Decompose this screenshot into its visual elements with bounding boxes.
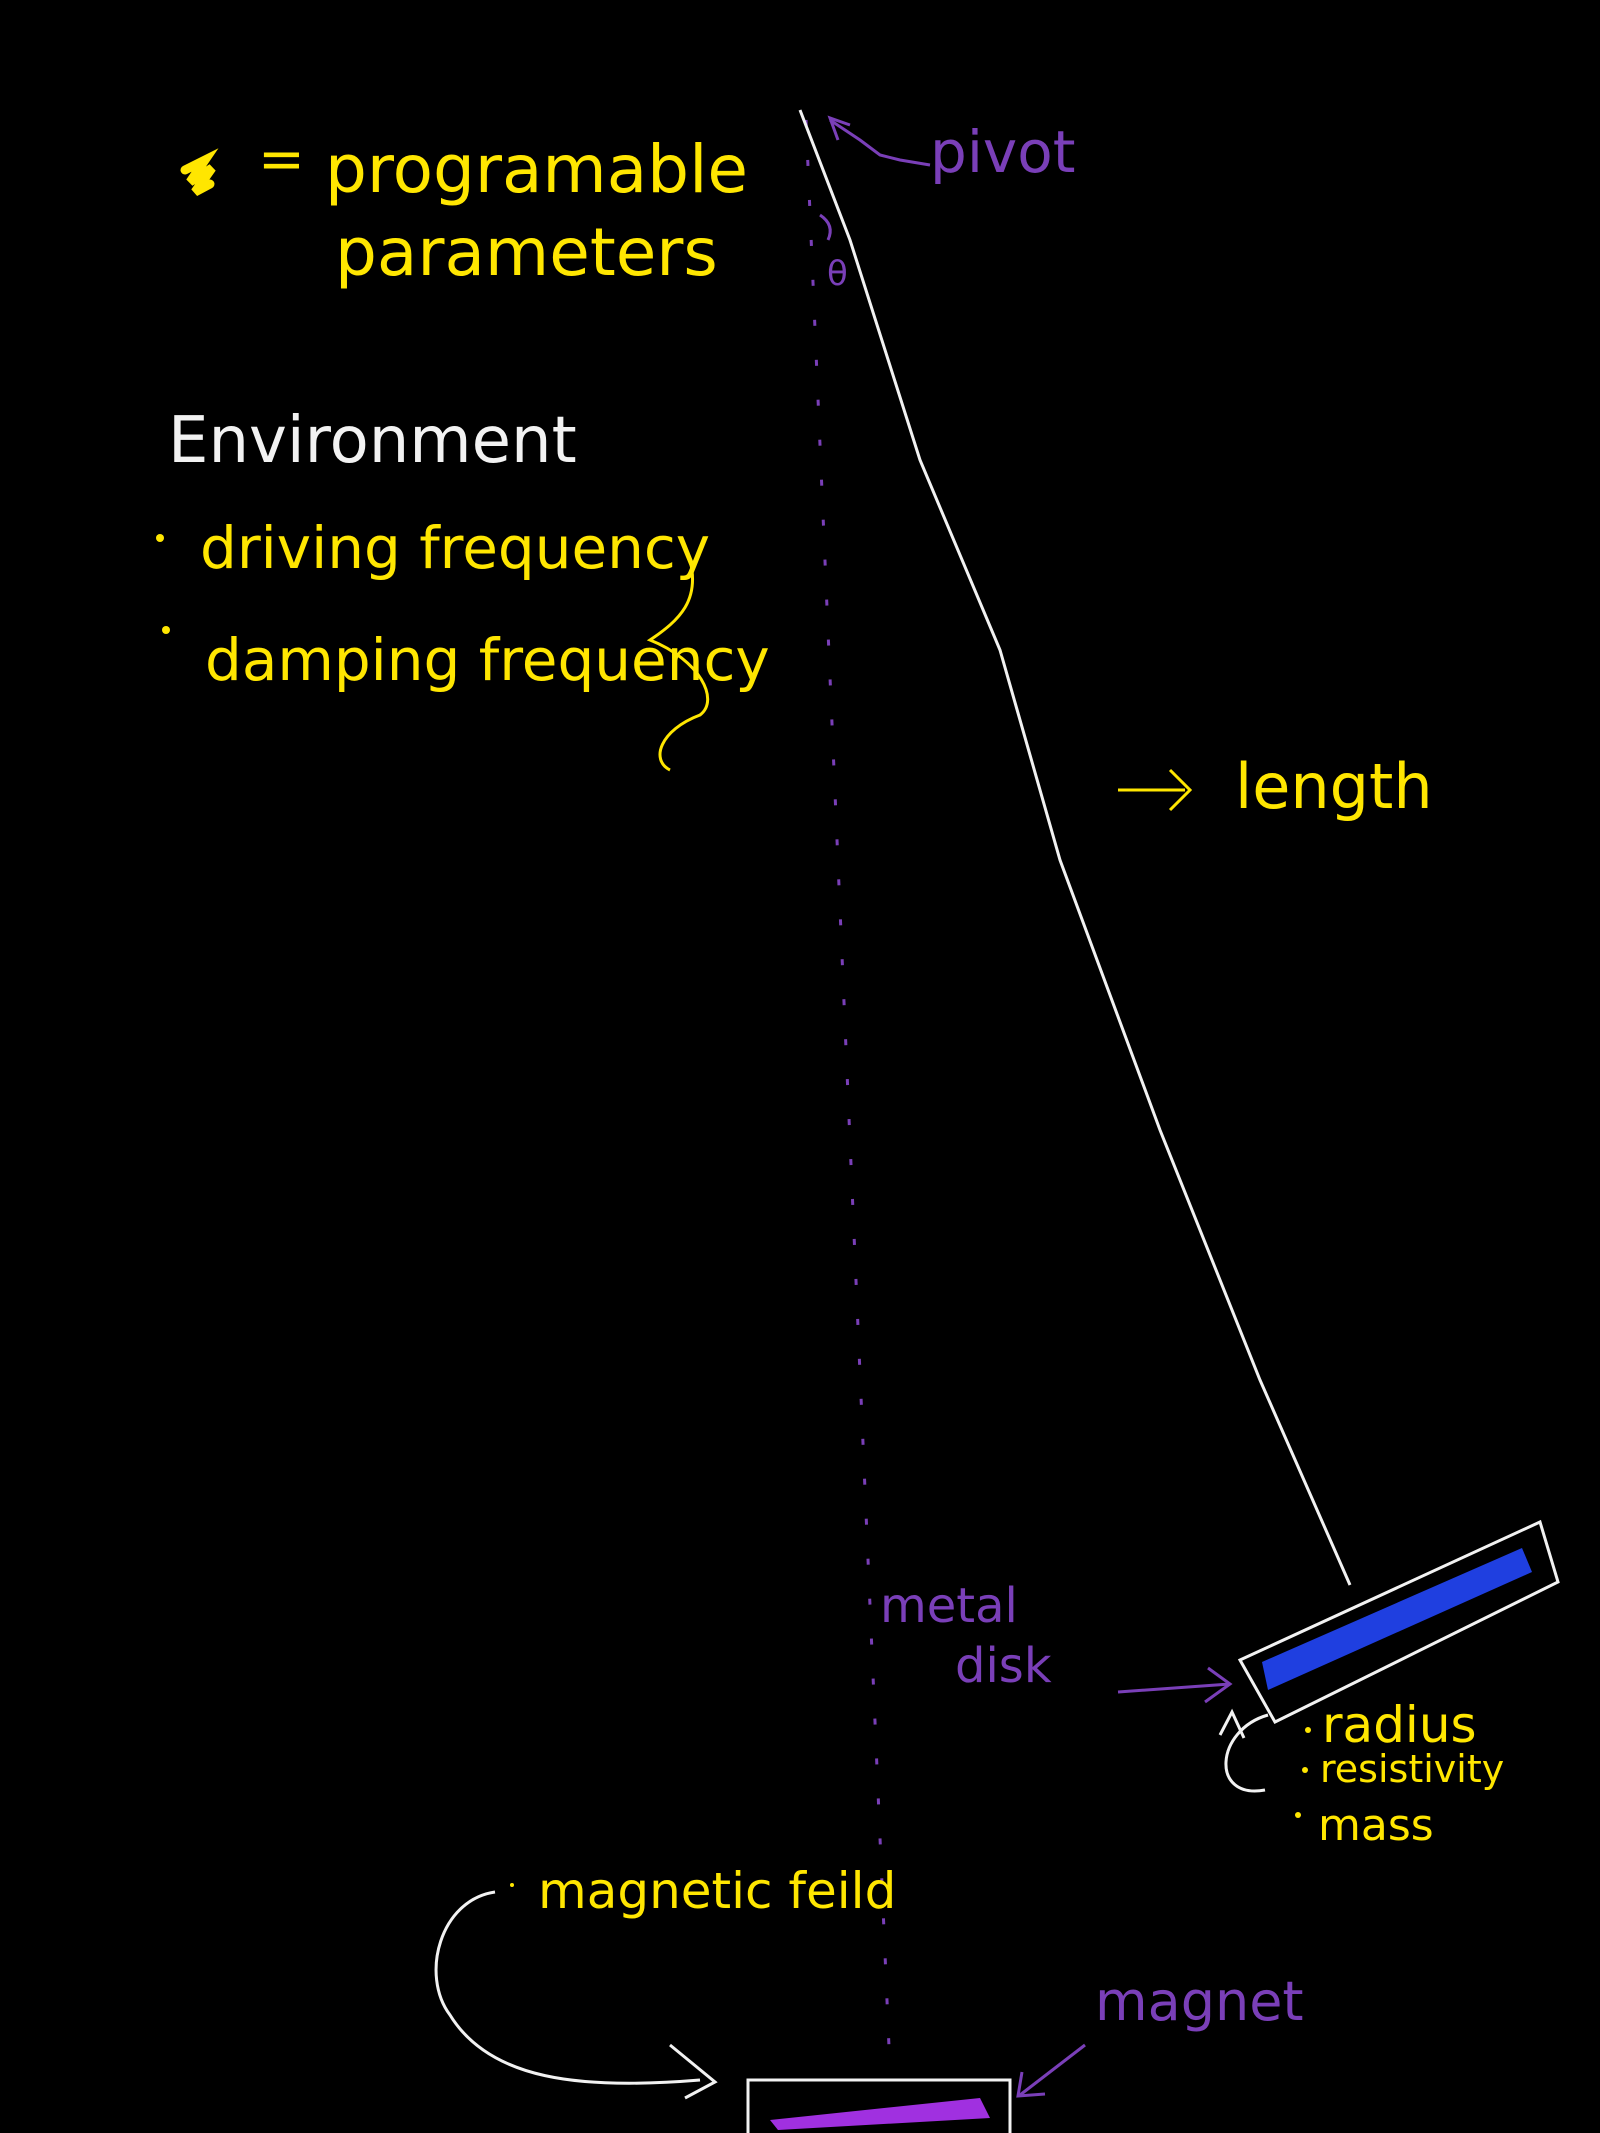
metal-disk (1237, 1519, 1560, 1724)
metal-disk-arrow-shaft (1117, 1682, 1231, 1694)
magnet-arrow-shaft (1019, 2043, 1086, 2097)
magnet-outline (746, 2078, 1012, 2133)
theta-arc (819, 213, 832, 241)
bullet (1305, 1727, 1311, 1733)
descender-squiggle (646, 559, 710, 772)
bullet (156, 534, 164, 542)
bullet (1302, 1767, 1308, 1773)
bullet (510, 1883, 514, 1887)
metal-disk-label-line-1: metal (880, 1578, 1018, 1634)
pivot-arrowhead (827, 115, 851, 141)
environment-section: Environment driving frequency damping fr… (156, 404, 770, 772)
magnetic-field-label: magnetic feild (538, 1862, 896, 1920)
disk-param-resistivity: resistivity (1320, 1747, 1504, 1791)
length-annotation: length (1118, 750, 1433, 823)
disk-params-list: radius resistivity mass (1295, 1696, 1504, 1851)
metal-disk-fill (1262, 1548, 1532, 1690)
environment-heading: Environment (168, 404, 577, 478)
pivot-label: pivot (930, 118, 1075, 186)
disk-params-curve-arrowhead (1218, 1708, 1246, 1739)
pivot-arrow (829, 118, 931, 167)
disk-param-mass: mass (1318, 1800, 1434, 1851)
metal-disk-outline (1237, 1519, 1560, 1724)
pivot: pivot (827, 115, 1075, 186)
legend-equals: = (258, 127, 305, 192)
vertical-reference-line (804, 119, 892, 2071)
environment-item-damping: damping frequency (205, 626, 770, 694)
bullet (1295, 1812, 1301, 1818)
environment-item-driving: driving frequency (200, 514, 710, 582)
theta-label: θ (827, 254, 848, 294)
disk-params-curve (1224, 1713, 1269, 1793)
legend-scribble-marker (180, 148, 219, 196)
magnet-label: magnet (1095, 1970, 1304, 2033)
magnetic-field-curve (434, 1890, 701, 2085)
magnetic-field-arrowhead (669, 2043, 718, 2100)
magnet-fill (770, 2098, 990, 2130)
length-label: length (1235, 750, 1433, 823)
legend: = programable parameters (180, 127, 748, 291)
disk-param-radius: radius (1322, 1696, 1477, 1754)
length-arrow-head (1168, 768, 1193, 812)
magnet-arrowhead (1016, 2071, 1046, 2098)
magnet (746, 2078, 1012, 2133)
legend-line-1: programable (325, 131, 748, 208)
bullet (162, 626, 170, 634)
metal-disk-arrowhead (1204, 1666, 1233, 1704)
metal-disk-label-line-2: disk (955, 1638, 1052, 1694)
legend-line-2: parameters (335, 214, 718, 291)
pendulum-string (798, 109, 1352, 1586)
